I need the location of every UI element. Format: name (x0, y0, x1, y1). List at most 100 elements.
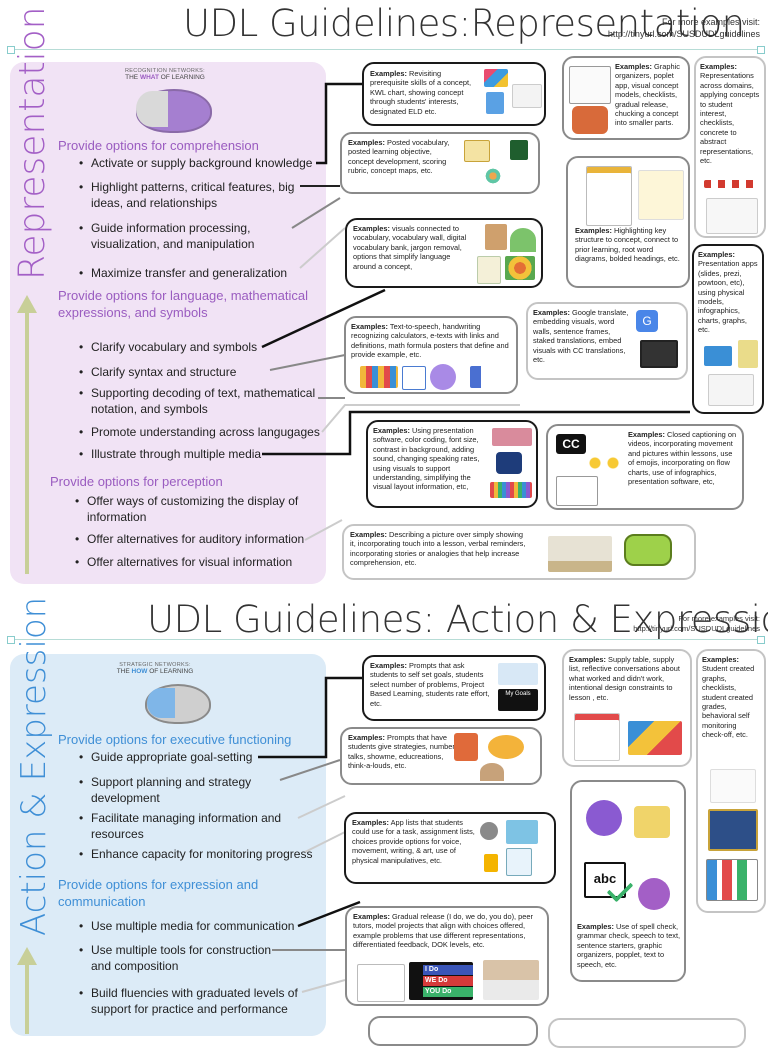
flowchart-sketch-image (556, 476, 598, 506)
i-do-we-do-you-do-image: I Do WE Do YOU Do (409, 962, 473, 1000)
network-subtitle: THE HOW OF LEARNING (116, 668, 194, 675)
divider-handle-right (757, 636, 765, 644)
chart-board-image (708, 809, 758, 851)
bullet-activate: Activate or supply background knowledge (79, 155, 321, 171)
example-box-strategy-prompts: Examples: Prompts that have students giv… (340, 727, 542, 785)
bullet-visual: Offer alternatives for visual informatio… (75, 554, 317, 570)
example-box-student-graphs: Examples: Student created graphs, checkl… (696, 649, 766, 913)
wedo-label: WE Do (423, 976, 473, 986)
bullet-auditory: Offer alternatives for auditory informat… (75, 531, 317, 547)
model-image (738, 340, 758, 368)
text-list-icon (638, 878, 670, 910)
goals-image (498, 663, 538, 685)
vocab-card-image (477, 256, 501, 284)
calculator-image (360, 366, 398, 388)
example-box-gradual-release: Examples: Gradual release (I do, we do, … (345, 906, 549, 1006)
apples-image (704, 180, 760, 188)
network-subtitle: THE WHAT OF LEARNING (125, 74, 205, 81)
puzzle-image (484, 69, 508, 87)
emojis-image (586, 454, 622, 472)
bullet-planning: Support planning and strategy developmen… (79, 774, 291, 806)
example-box-spell-check: abc Examples: Use of spell check, gramma… (570, 780, 686, 982)
bar-graph-image (706, 859, 758, 901)
example-box-graphic-organizers: Examples: Graphic organizers, poplet app… (562, 56, 690, 140)
font-size-image (492, 428, 532, 446)
thinking-image (480, 763, 504, 781)
progress-arrow (25, 312, 29, 574)
flowchart-image (569, 66, 611, 104)
students-image (483, 960, 539, 1000)
divider-handle-left (7, 46, 15, 54)
cc-icon: CC (556, 434, 586, 454)
example-box-describing-picture: Examples: Describing a picture over simp… (342, 524, 696, 580)
bullet-guide: Guide information processing, visualizat… (79, 220, 291, 252)
arrow-head (17, 947, 37, 965)
bullet-multiple-media: Use multiple media for communication (79, 918, 311, 934)
diagram-image (706, 198, 758, 234)
example-box-highlighting: Examples: Highlighting key structure to … (566, 156, 690, 288)
clipboard-image (454, 733, 478, 761)
goals-card-image: My Goals (498, 689, 538, 711)
chalkboard-image (510, 140, 528, 160)
bullet-vocabulary: Clarify vocabulary and symbols (79, 339, 291, 355)
example-box-supply-table: Examples: Supply table, supply list, ref… (562, 649, 692, 767)
bullet-goal-setting: Guide appropriate goal-setting (79, 749, 291, 765)
divider-handle-left (7, 636, 15, 644)
microphone-icon (480, 822, 498, 840)
bullet-maximize: Maximize transfer and generalization (79, 265, 311, 281)
recognition-network-badge: RECOGNITION NETWORKS: THE WHAT OF LEARNI… (110, 68, 220, 81)
section-executive-functioning: Provide options for executive functionin… (58, 732, 292, 747)
network-label: STRATEGIC NETWORKS: (119, 662, 191, 668)
bullet-languages: Promote understanding across langugages (79, 424, 321, 440)
infographic-image (708, 374, 754, 406)
food-image (505, 256, 535, 280)
example-text: Revisiting prerequisite skills of a conc… (370, 69, 472, 116)
representation-visit-link[interactable]: For more examples visit: http://tinyurl.… (600, 16, 760, 40)
examples-label: Examples: (370, 69, 407, 78)
arrow-head (17, 295, 37, 313)
bullet-syntax: Clarify syntax and structure (79, 364, 291, 380)
supply-list-image (574, 713, 620, 761)
example-box-translate: Examples: Google translate, embedding vi… (526, 302, 688, 380)
graph-sketch-image (710, 769, 756, 803)
slides-icon (484, 854, 498, 872)
kwl-chart-image (512, 84, 542, 108)
map-image (506, 820, 538, 844)
organizer-image (572, 106, 608, 134)
vocab-tree-image (510, 228, 536, 252)
pencils-image (490, 482, 532, 498)
representation-title: UDL Guidelines:Representation (183, 2, 745, 45)
speech-bubble-icon (624, 534, 672, 566)
calendar-image (464, 140, 490, 162)
tablet-image (640, 340, 678, 368)
example-box-goal-prompts: Examples: Prompts that ask students to s… (362, 655, 546, 721)
word-diagram-image (638, 170, 684, 220)
example-box-partial-bottom-right (548, 1018, 746, 1048)
bullet-customizing: Offer ways of customizing the display of… (75, 493, 312, 525)
section-expression: Provide options for expression and commu… (58, 877, 259, 909)
connector-lines-representation (261, 82, 690, 541)
divider-line (10, 49, 760, 50)
concept-map-image (478, 166, 508, 186)
progress-arrow (25, 964, 29, 1034)
map-image (486, 92, 504, 114)
example-box-representations-domains: Examples: Representations across domains… (694, 56, 766, 238)
example-box-partial-bottom (368, 1016, 538, 1046)
section-language: Provide options for language, mathematic… (58, 288, 309, 320)
visit-label: For more examples visit: (661, 17, 760, 27)
worksheet-image (586, 166, 632, 226)
mindmap-image (488, 735, 524, 759)
visit-url[interactable]: http://tinyurl.com/SUSDUDLguidelines (607, 29, 760, 39)
example-box-closed-captioning: CC Examples: Closed captioning on videos… (546, 424, 744, 510)
youdo-label: YOU Do (423, 987, 473, 997)
speaker-icon (470, 366, 498, 388)
action-visit-link[interactable]: For more examples visit: http://tinyurl.… (633, 614, 760, 633)
example-box-visuals-vocabulary: Examples: visuals connected to vocabular… (345, 218, 543, 288)
storybook-image (548, 536, 612, 572)
network-image (496, 452, 522, 474)
google-translate-icon: G (636, 310, 658, 332)
example-box-background: Examples: Revisiting prerequisite skills… (362, 62, 546, 126)
section-comprehension: Provide options for comprehension (58, 138, 259, 153)
divider-line-action (10, 639, 760, 640)
chart-pieces-image (704, 346, 732, 366)
